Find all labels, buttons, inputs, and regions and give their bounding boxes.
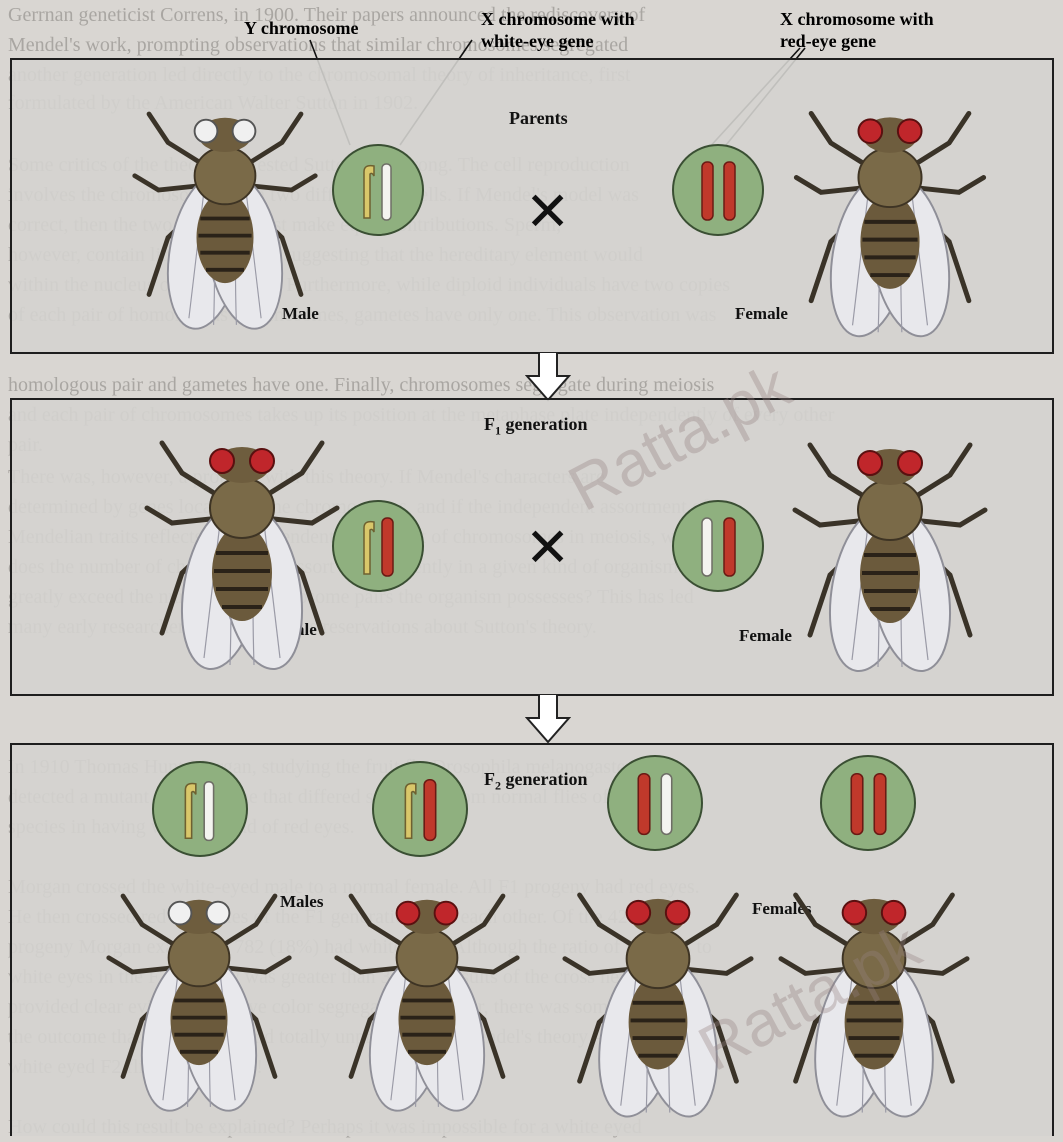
red-eye-left-icon xyxy=(397,902,420,925)
x-red-chromosome-icon xyxy=(702,162,713,220)
down-arrow-icon xyxy=(525,694,571,744)
f1-male-fly xyxy=(142,400,342,686)
x-red-chromosome-icon xyxy=(851,774,863,835)
x-red-chromosome-icon xyxy=(724,518,735,576)
red-eye-left-icon xyxy=(843,901,867,925)
parents-panel: Parents Male Female ✕ xyxy=(10,58,1054,354)
x-white-chromosome-icon xyxy=(702,518,712,576)
white-eye-left-icon xyxy=(195,120,218,143)
red-eye-left-icon xyxy=(858,119,882,143)
parents-title: Parents xyxy=(509,108,568,129)
y-chromosome-icon xyxy=(405,783,415,838)
x-red-chromosome-icon xyxy=(638,774,650,835)
parent-male-chromosomes xyxy=(332,144,424,236)
f1-cross-symbol: ✕ xyxy=(525,516,570,579)
x-red-chromosome-icon xyxy=(382,518,393,576)
f2-male-red-eye-fly xyxy=(332,855,522,1127)
f2-title-rest: generation xyxy=(501,769,587,789)
red-eye-left-icon xyxy=(210,449,234,473)
down-arrow-icon xyxy=(525,352,571,402)
white-eye-right-icon xyxy=(233,120,256,143)
parent-female-fly xyxy=(790,74,990,350)
f1-panel: F1 generation Male Female ✕ xyxy=(10,398,1054,696)
f1-female-chromosomes xyxy=(672,500,764,592)
f2-title-main: F xyxy=(484,769,495,789)
x-white-chromosome-icon xyxy=(204,782,213,841)
x-white-chromosome-icon xyxy=(382,164,391,220)
x-red-chromosome-icon xyxy=(724,162,735,220)
parent-male-fly xyxy=(130,74,320,344)
f2-female-2-chromosomes xyxy=(820,755,916,851)
f2-title: F2 generation xyxy=(484,769,587,794)
f2-female-carrier-fly xyxy=(560,851,756,1135)
parent-female-chromosomes xyxy=(672,144,764,236)
red-eye-left-icon xyxy=(627,901,651,925)
x-red-chromosome-icon xyxy=(874,774,886,835)
red-eye-right-icon xyxy=(898,451,922,475)
f1-title-rest: generation xyxy=(501,414,587,434)
parents-female-label: Female xyxy=(735,304,788,324)
f2-male-1-chromosomes xyxy=(152,761,248,857)
y-chromosome-icon xyxy=(364,522,374,574)
f2-male-2-chromosomes xyxy=(372,761,468,857)
red-eye-right-icon xyxy=(435,902,458,925)
red-eye-right-icon xyxy=(250,449,274,473)
x-white-chromosome-icon xyxy=(661,774,671,835)
parents-cross-symbol: ✕ xyxy=(525,180,570,243)
y-chromosome-icon xyxy=(185,783,195,838)
f2-female-1-chromosomes xyxy=(607,755,703,851)
f1-title: F1 generation xyxy=(484,414,587,439)
f1-male-chromosomes xyxy=(332,500,424,592)
f1-female-label: Female xyxy=(739,626,792,646)
y-chromosome-icon xyxy=(364,166,374,218)
f1-female-fly xyxy=(790,400,990,690)
white-eye-left-icon xyxy=(169,902,192,925)
red-eye-left-icon xyxy=(858,451,882,475)
f2-male-white-eye-fly xyxy=(104,855,294,1127)
white-eye-right-icon xyxy=(207,902,230,925)
red-eye-right-icon xyxy=(666,901,690,925)
x-red-chromosome-icon xyxy=(424,780,436,841)
f1-title-main: F xyxy=(484,414,495,434)
red-eye-right-icon xyxy=(898,119,922,143)
